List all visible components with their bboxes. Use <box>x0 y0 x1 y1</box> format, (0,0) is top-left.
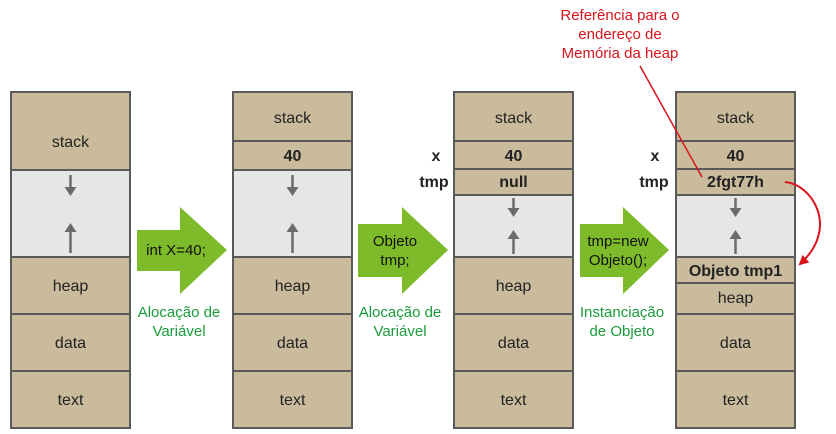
heap-segment <box>10 256 131 315</box>
heap-object-slot <box>675 256 796 284</box>
data-segment <box>232 313 353 372</box>
transition-1: int X=40; Alocação de Variável <box>137 207 227 340</box>
data-label: data <box>720 335 751 352</box>
up-arrow-icon <box>286 223 299 253</box>
heap-label: heap <box>275 278 311 295</box>
caption-line-2: de Objeto <box>589 323 654 340</box>
heap-label: heap <box>496 278 532 295</box>
stack-slot-tmp <box>453 168 574 196</box>
heap-label: heap <box>718 290 754 307</box>
memory-column-4: x tmp stack 40 2fgt77h Objeto tmp1 heap … <box>639 91 796 429</box>
caption-line-1: Alocação de <box>138 304 221 321</box>
variable-label-x: x <box>651 148 660 165</box>
annotation-line-2: endereço de <box>578 26 661 43</box>
down-arrow-icon <box>286 175 299 196</box>
caption-line-2: Variável <box>152 323 205 340</box>
memory-column-1: stack heap data text <box>10 91 131 429</box>
memory-column-3: x tmp stack 40 null heap data text <box>419 91 574 429</box>
stack-segment <box>675 91 796 142</box>
code-label-line-2: Objeto(); <box>589 252 647 269</box>
stack-label: stack <box>495 110 533 127</box>
green-arrow-icon <box>358 207 448 294</box>
value-tmp: null <box>499 174 527 191</box>
data-label: data <box>277 335 308 352</box>
green-arrow-icon <box>580 207 669 294</box>
text-segment <box>675 370 796 429</box>
code-label-line-1: Objeto <box>373 233 417 250</box>
heap-label: heap <box>53 278 89 295</box>
caption-line-1: Alocação de <box>359 304 442 321</box>
stack-segment <box>232 91 353 142</box>
variable-label-x: x <box>432 148 441 165</box>
down-arrow-icon <box>64 175 77 196</box>
annotation-line-3: Memória da heap <box>562 45 679 62</box>
heap-object-label: Objeto tmp1 <box>689 263 782 280</box>
transition-2: Objeto tmp; Alocação de Variável <box>358 207 448 340</box>
data-label: data <box>498 335 529 352</box>
stack-segment <box>453 91 574 142</box>
up-arrow-icon <box>507 230 520 254</box>
text-segment <box>453 370 574 429</box>
stack-slot-tmp <box>675 168 796 196</box>
code-label: int X=40; <box>146 242 206 259</box>
caption-line-1: Instanciação <box>580 304 664 321</box>
text-label: text <box>280 392 306 409</box>
up-arrow-icon <box>64 223 77 253</box>
value-x: 40 <box>284 148 302 165</box>
text-label: text <box>723 392 749 409</box>
heap-reference-annotation: Referência para o endereço de Memória da… <box>560 7 821 266</box>
text-label: text <box>501 392 527 409</box>
data-segment <box>453 313 574 372</box>
up-arrow-icon <box>729 230 742 254</box>
text-segment <box>10 370 131 429</box>
transition-3: tmp=new Objeto(); Instanciação de Objeto <box>580 207 669 340</box>
caption-line-2: Variável <box>373 323 426 340</box>
stack-slot-x <box>675 140 796 170</box>
value-x: 40 <box>505 148 523 165</box>
heap-segment <box>453 256 574 315</box>
value-tmp: 2fgt77h <box>707 174 764 191</box>
stack-label: stack <box>717 110 755 127</box>
data-segment <box>675 313 796 372</box>
reference-arrow-icon <box>784 181 821 266</box>
text-label: text <box>58 392 84 409</box>
variable-label-tmp: tmp <box>639 174 669 191</box>
annotation-pointer-line <box>639 65 703 178</box>
annotation-line-1: Referência para o <box>560 7 679 24</box>
code-label-line-1: tmp=new <box>587 233 648 250</box>
value-x: 40 <box>727 148 745 165</box>
stack-label: stack <box>274 110 312 127</box>
stack-segment <box>10 91 131 171</box>
stack-label: stack <box>52 134 90 151</box>
green-arrow-icon <box>137 207 227 294</box>
text-segment <box>232 370 353 429</box>
data-label: data <box>55 335 86 352</box>
code-label-line-2: tmp; <box>380 252 409 269</box>
variable-label-tmp: tmp <box>419 174 449 191</box>
down-arrow-icon <box>507 198 520 217</box>
down-arrow-icon <box>729 198 742 217</box>
memory-column-2: stack 40 heap data text <box>232 91 353 429</box>
